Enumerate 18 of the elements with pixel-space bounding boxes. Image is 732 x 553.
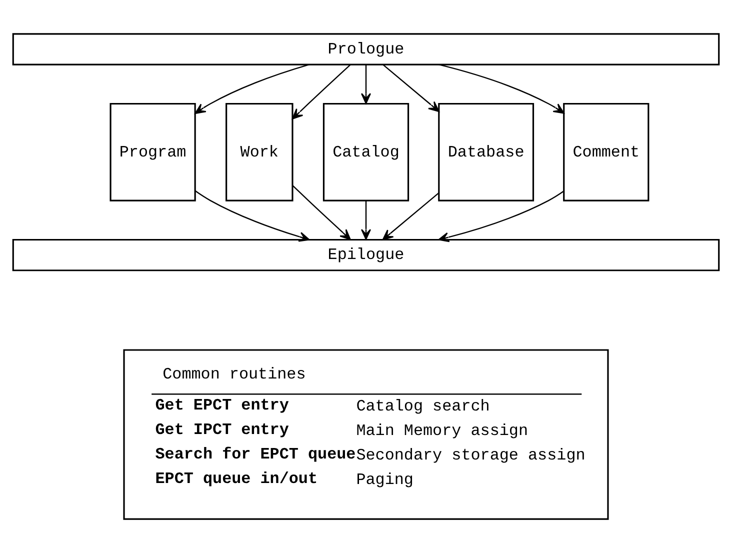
node-box: Common routines Get EPCT entry Catalog search Get IPCT entry Main Memory assign Search for EPCT queueSecondary storage assign EPCT queue in/out Paging bbox=[123, 349, 609, 520]
node-box: Catalog bbox=[322, 102, 410, 202]
arrow bbox=[360, 64, 372, 104]
node-box: Comment bbox=[563, 102, 650, 202]
node-box: Program bbox=[110, 102, 196, 202]
arrow bbox=[292, 64, 351, 120]
arrow bbox=[194, 190, 310, 242]
arrow bbox=[438, 64, 564, 114]
node-box: Database bbox=[438, 102, 534, 202]
arrow bbox=[292, 184, 351, 240]
node-box: Epilogue bbox=[12, 238, 720, 272]
arrow bbox=[382, 64, 440, 112]
node-box: Work bbox=[226, 102, 294, 202]
arrow bbox=[382, 192, 440, 240]
node-box: Prologue bbox=[12, 33, 720, 66]
arrow bbox=[360, 200, 372, 240]
arrow bbox=[194, 64, 310, 114]
arrow bbox=[438, 190, 564, 242]
